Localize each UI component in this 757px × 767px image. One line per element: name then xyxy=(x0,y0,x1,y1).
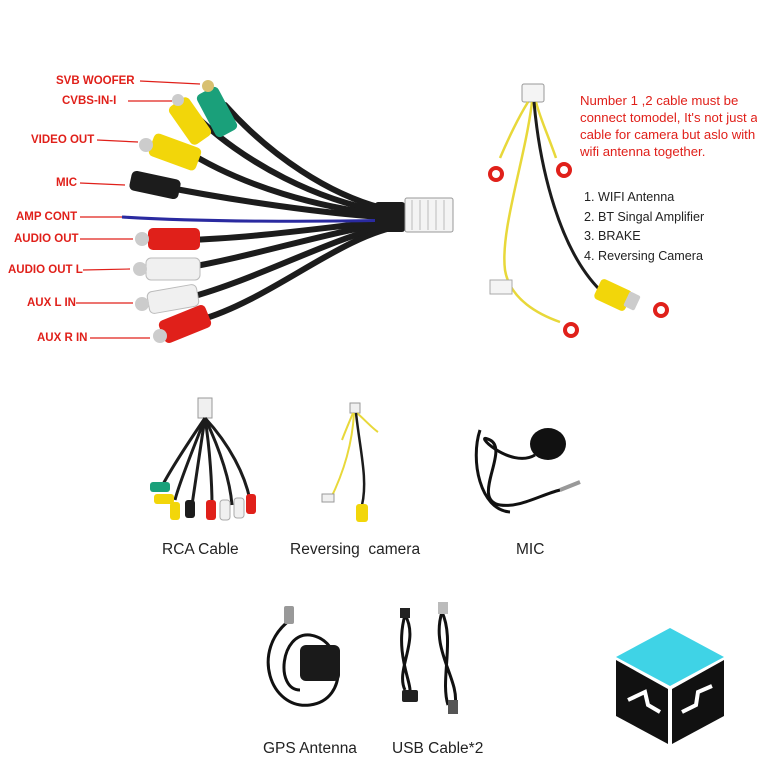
usb-cables-thumbnail xyxy=(400,602,458,714)
label-svb-woofer: SVB WOOFER xyxy=(56,75,135,87)
caption-reversing-camera: Reversing camera xyxy=(290,541,421,558)
mic-thumbnail xyxy=(474,428,581,514)
list-item: 4. Reversing Camera xyxy=(584,248,703,263)
label-cvbs-in: CVBS-IN-I xyxy=(62,95,117,107)
list-item: 1. WIFI Antenna xyxy=(584,190,675,204)
caption-usb-cable: USB Cable*2 xyxy=(392,740,484,757)
caption-mic: MIC xyxy=(516,541,545,558)
label-aux-r-in: AUX R IN xyxy=(37,332,88,344)
list-item: 3. BRAKE xyxy=(584,229,641,243)
gps-antenna-thumbnail xyxy=(266,606,340,707)
wiring-note: Number 1 ,2 cable must be connect tomode… xyxy=(580,93,757,159)
caption-rca-cable: RCA Cable xyxy=(162,541,239,558)
rca-cable-thumbnail xyxy=(150,397,256,521)
reversing-camera-thumbnail xyxy=(321,402,379,522)
list-item: 2. BT Singal Amplifier xyxy=(584,209,705,224)
label-mic: MIC xyxy=(56,177,78,189)
caption-gps-antenna: GPS Antenna xyxy=(263,740,357,757)
label-aux-l-in: AUX L IN xyxy=(27,297,76,309)
connector-list: 1. WIFI Antenna 2. BT Singal Amplifier 3… xyxy=(584,188,704,266)
label-amp-cont: AMP CONT xyxy=(16,211,78,223)
label-audio-out: AUDIO OUT xyxy=(14,233,79,245)
label-audio-out-l: AUDIO OUT L xyxy=(8,264,83,276)
label-video-out: VIDEO OUT xyxy=(31,134,95,146)
